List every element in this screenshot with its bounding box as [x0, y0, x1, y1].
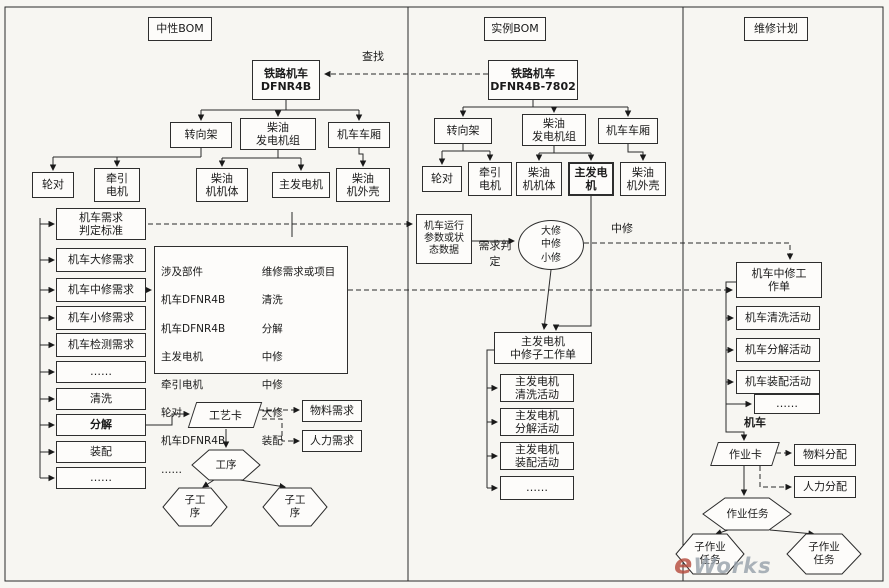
table-cell: 轮对 [161, 407, 182, 420]
diagram-frame [4, 6, 884, 582]
demand-list-item: 机车需求 判定标准 [56, 208, 146, 240]
table-row: 机车DFNR4B 装配 [161, 434, 341, 449]
table-cell: 机车DFNR4B [161, 294, 226, 307]
job-task-hexagon-label: 作业任务 [726, 507, 769, 520]
maintenance-plan-header: 维修计划 [744, 17, 808, 41]
process-hexagon-label: 工序 [215, 458, 237, 471]
table-cell [262, 463, 341, 478]
table-cell: 装配 [261, 435, 283, 448]
instance-wheelset-node: 轮对 [422, 166, 462, 192]
job-card-label: 作业卡 [728, 448, 762, 461]
labor-demand-node: 人力需求 [302, 430, 362, 452]
table-row: 机车DFNR4B 清洗 [161, 293, 341, 308]
subprocess-hexagon-1 [162, 487, 228, 527]
medium-repair-label: 中修 [611, 222, 633, 235]
sub-job-task-hexagon-label: 子作业 任务 [694, 541, 726, 566]
plan-activity-item: 机车清洗活动 [736, 306, 820, 330]
instance-carriage-node: 机车车厢 [598, 118, 658, 144]
table-row: 轮对 大修 [161, 406, 341, 421]
demand-list-item: 机车检测需求 [56, 333, 146, 357]
table-row: 牵引电机 中修 [161, 378, 341, 393]
main-generator-sub-workorder-node: 主发电机 中修子工作单 [494, 332, 592, 364]
neutral-main-generator-node: 主发电机 [272, 172, 330, 198]
table-cell: 大修 [261, 407, 283, 420]
demand-list-item: …… [56, 467, 146, 489]
status-data-node: 机车运行 参数或状 态数据 [416, 214, 472, 264]
maintenance-demand-table: 涉及部件 维修需求或项目 机车DFNR4B 清洗 机车DFNR4B 分解 主发电… [154, 246, 348, 476]
instance-main-generator-node: 主发电 机 [568, 162, 614, 196]
table-cell: 机车DFNR4B [161, 322, 226, 335]
instance-engine-body-node: 柴油 机机体 [516, 162, 562, 196]
instance-activity-item: 主发电机 装配活动 [500, 442, 574, 470]
instance-activity-item: 主发电机 分解活动 [500, 408, 574, 436]
instance-bom-header: 实例BOM [484, 17, 546, 41]
neutral-wheelset-node: 轮对 [32, 172, 74, 198]
table-cell: …… [161, 463, 182, 476]
neutral-traction-motor-node: 牵引 电机 [94, 168, 140, 202]
demand-judge-label: 需求判定 [478, 239, 512, 268]
neutral-engine-shell-node: 柴油 机外壳 [336, 168, 390, 202]
table-header-row: 涉及部件 维修需求或项目 [161, 265, 341, 280]
table-cell: 牵引电机 [161, 378, 203, 391]
material-alloc-node: 物料分配 [794, 444, 856, 466]
repair-decision-ellipse: 大修 中修 小修 [518, 220, 584, 270]
neutral-genset-node: 柴油 发电机组 [240, 118, 316, 150]
sub-job-task-hexagon-2 [786, 533, 862, 575]
job-task-hexagon [702, 497, 792, 531]
neutral-bom-header: 中性BOM [148, 17, 212, 41]
table-cell: 机车DFNR4B [161, 435, 226, 448]
process-card-node: 工艺卡 [187, 402, 263, 428]
table-cell: 分解 [261, 322, 283, 335]
demand-list-item: …… [56, 361, 146, 383]
table-row: …… [161, 463, 341, 478]
table-col2-header: 维修需求或项目 [261, 266, 336, 279]
find-label: 查找 [362, 50, 384, 63]
instance-engine-shell-node: 柴油 机外壳 [620, 162, 666, 196]
sub-job-task-hexagon-1 [675, 533, 745, 575]
plan-activity-item: …… [754, 394, 820, 414]
subprocess-hexagon-label: 子工 序 [284, 494, 306, 519]
demand-list-item: 机车小修需求 [56, 306, 146, 330]
table-row: 主发电机 中修 [161, 350, 341, 365]
instance-traction-motor-node: 牵引 电机 [468, 162, 512, 196]
labor-alloc-node: 人力分配 [794, 476, 856, 498]
instance-bogie-node: 转向架 [434, 118, 492, 144]
neutral-root-node: 铁路机车 DFNR4B [252, 60, 320, 100]
demand-list-item: 清洗 [56, 388, 146, 410]
demand-list-item: 机车中修需求 [56, 278, 146, 302]
eworks-logo-e: e [674, 549, 693, 580]
instance-genset-node: 柴油 发电机组 [522, 114, 586, 146]
instance-root-node: 铁路机车 DFNR4B-7802 [488, 60, 578, 100]
process-card-label: 工艺卡 [208, 409, 242, 422]
subprocess-hexagon-2 [262, 487, 328, 527]
subprocess-hexagon-label: 子工 序 [184, 494, 206, 519]
demand-list-item: 装配 [56, 441, 146, 463]
table-row: 机车DFNR4B 分解 [161, 322, 341, 337]
material-demand-node: 物料需求 [302, 400, 362, 422]
neutral-carriage-node: 机车车厢 [328, 122, 390, 148]
plan-activity-item: 机车分解活动 [736, 338, 820, 362]
table-cell: 中修 [261, 378, 283, 391]
eworks-logo-text: Works [693, 554, 772, 578]
table-cell: 中修 [261, 350, 283, 363]
neutral-engine-body-node: 柴油 机机体 [196, 168, 248, 202]
instance-activity-item: …… [500, 476, 574, 500]
job-card-node: 作业卡 [710, 442, 780, 466]
neutral-bogie-node: 转向架 [170, 122, 232, 148]
table-col1-header: 涉及部件 [161, 266, 203, 279]
table-cell: 主发电机 [161, 350, 203, 363]
loco-label: 机车 [744, 416, 766, 429]
plan-workorder-node: 机车中修工 作单 [736, 262, 822, 298]
process-hexagon [191, 449, 261, 481]
table-cell: 清洗 [261, 294, 283, 307]
instance-activity-item: 主发电机 清洗活动 [500, 374, 574, 402]
demand-list-item: 机车大修需求 [56, 248, 146, 272]
sub-job-task-hexagon-label: 子作业 任务 [808, 541, 840, 566]
plan-activity-item: 机车装配活动 [736, 370, 820, 394]
demand-list-item: 分解 [56, 414, 146, 436]
